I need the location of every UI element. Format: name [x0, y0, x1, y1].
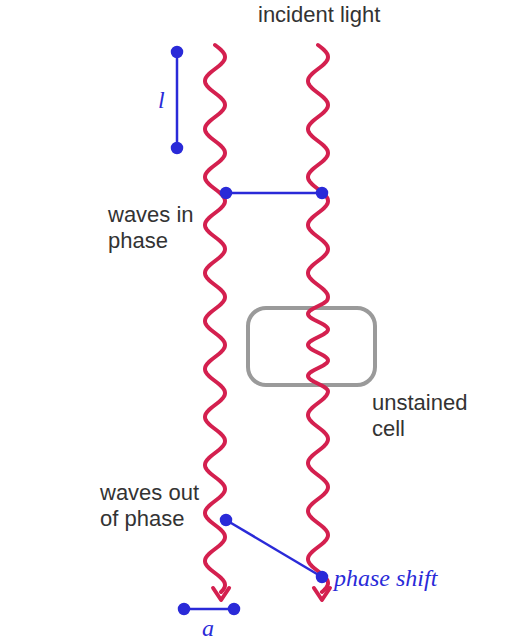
arrow-head: [213, 588, 229, 600]
phase-label: waves in phase: [108, 202, 220, 255]
light-wave: [308, 45, 328, 592]
marker-dot: [179, 604, 189, 614]
marker-dot: [221, 515, 231, 525]
amplitude-bar: [184, 608, 234, 611]
arrow-head: [314, 588, 330, 600]
shift-label: phase shift: [334, 566, 437, 590]
wavelength-label: l: [158, 88, 165, 112]
in-phase-line: [226, 192, 322, 195]
marker-dot: [172, 143, 182, 153]
marker-dot: [229, 604, 239, 614]
cell-label: unstained cell: [372, 390, 484, 443]
marker-dot: [317, 572, 327, 582]
marker-dot: [221, 188, 231, 198]
marker-dot: [317, 188, 327, 198]
phase-shift-line: [226, 520, 322, 577]
wavelength-bar: [176, 52, 179, 148]
marker-dot: [172, 47, 182, 57]
amplitude-label: a: [202, 616, 214, 640]
light-wave: [205, 45, 225, 592]
phase-label: waves out of phase: [100, 480, 214, 533]
title-label: incident light: [258, 2, 380, 28]
